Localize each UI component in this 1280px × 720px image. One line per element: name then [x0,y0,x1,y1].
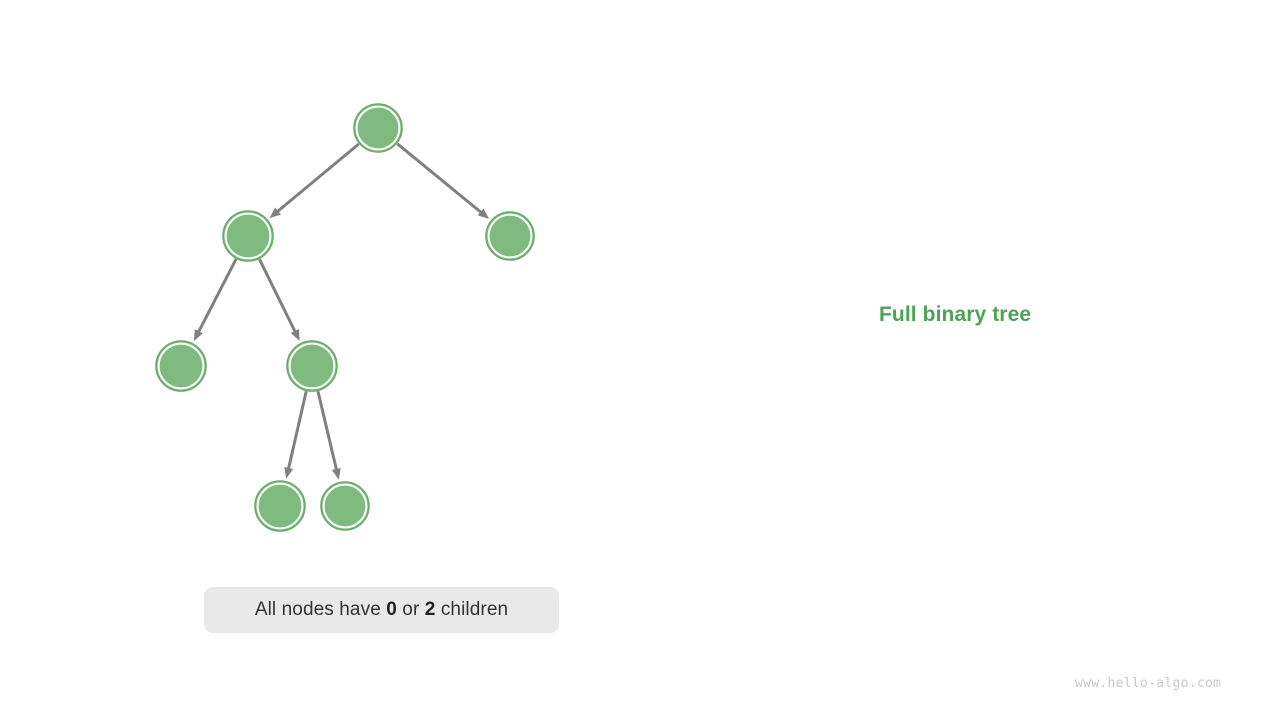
tree-node-inner-ring [256,482,304,530]
tree-edge-arrowhead [477,208,490,219]
tree-node-inner-ring [355,105,401,151]
caption-box: All nodes have 0 or 2 children [204,587,559,633]
tree-edge-arrowhead [284,466,294,479]
caption-count-two: 2 [424,599,436,620]
tree-node[interactable] [320,481,370,531]
tree-node-body [259,485,301,527]
page-title: Full binary tree [879,303,1032,326]
tree-edge-arrowhead [331,467,341,480]
tree-node-inner-ring [224,212,272,260]
tree-edge-arrowhead [290,329,300,341]
edge-layer [193,142,490,480]
caption-middle: or [396,599,425,620]
tree-node[interactable] [286,340,338,392]
tree-node[interactable] [155,340,207,392]
tree-edge [396,142,483,215]
tree-node-body [358,108,398,148]
tree-edge [258,258,297,334]
tree-node[interactable] [353,103,403,153]
node-layer [155,103,535,532]
caption-suffix: children [435,599,509,620]
caption-prefix: All nodes have [254,599,387,620]
tree-edge [316,390,339,471]
tree-node[interactable] [254,480,306,532]
tree-edge-arrowhead [269,207,281,219]
tree-node-body [325,486,365,526]
tree-node-inner-ring [157,342,205,390]
tree-node-body [291,345,333,387]
tree-node[interactable] [485,211,535,261]
caption-text: All nodes have 0 or 2 children [255,599,508,621]
tree-edge [286,391,308,470]
tree-node-body [490,216,530,256]
tree-edge-arrowhead [193,329,203,342]
tree-node-inner-ring [288,342,336,390]
tree-node-body [160,345,202,387]
tree-node-body [227,215,269,257]
tree-node-inner-ring [322,483,368,529]
tree-edge [275,142,360,214]
watermark: www.hello-algo.com [1075,676,1222,691]
tree-node-inner-ring [487,213,533,259]
tree-node[interactable] [222,210,274,262]
caption-count-zero: 0 [386,599,397,620]
tree-edge [196,258,238,334]
